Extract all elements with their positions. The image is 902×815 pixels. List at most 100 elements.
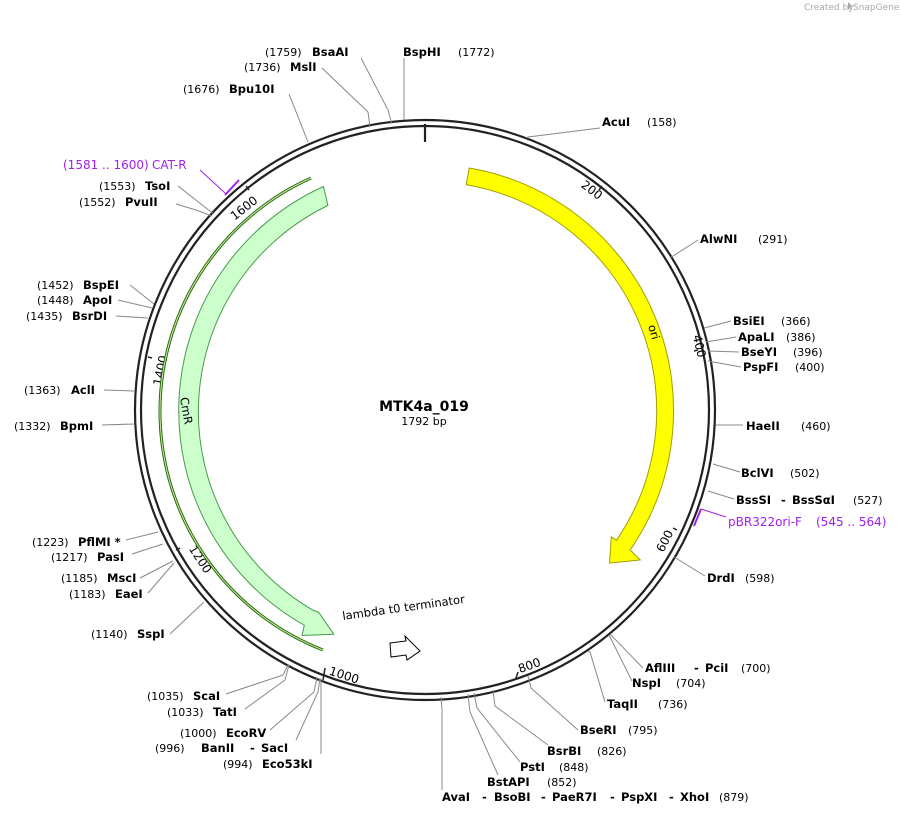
- site-enzyme-name: TaqII: [607, 697, 638, 711]
- primer-cat-r-leader: [199, 169, 226, 194]
- site-nspi[interactable]: NspI(704): [632, 676, 706, 690]
- plasmid-name: MTK4a_019: [379, 399, 469, 415]
- site-position: (396): [793, 346, 823, 359]
- leader-acui: [525, 127, 601, 139]
- tick-label-200: 200: [578, 178, 605, 203]
- site-enzyme-name: MscI: [107, 571, 136, 585]
- site-sspi[interactable]: (1140)SspI: [91, 627, 165, 641]
- cmr-highlight-inner: [159, 177, 324, 651]
- site-position: (1183): [69, 588, 106, 601]
- site-pasi[interactable]: (1217)PasI: [51, 550, 124, 564]
- site-enzyme-name: EaeI: [115, 587, 143, 601]
- leader-alwni: [669, 239, 699, 259]
- leader-bsrdi: [115, 315, 149, 319]
- site-tati[interactable]: (1033) TatI: [167, 705, 237, 719]
- site-banii[interactable]: (996)BanII-SacI: [155, 741, 288, 755]
- terminator-feature[interactable]: [389, 634, 421, 661]
- site-pvuii[interactable]: (1552)PvuII: [79, 195, 158, 209]
- site-acui[interactable]: AcuI(158): [602, 115, 677, 129]
- site-drdi[interactable]: DrdI(598): [707, 571, 775, 585]
- site-bseyi[interactable]: BseYI(396): [741, 345, 823, 359]
- site-bsssi[interactable]: BssSI-BssSαI(527): [736, 493, 883, 507]
- site-bspei[interactable]: (1452)BspEI: [37, 278, 119, 292]
- site-msci[interactable]: (1185)MscI: [61, 571, 136, 585]
- site-ecorv[interactable]: (1000)EcoRV: [180, 726, 266, 740]
- leader-taqii: [587, 650, 606, 703]
- leader-bseri: [527, 675, 579, 731]
- site-bsrdi[interactable]: (1435)BsrDI: [26, 309, 107, 323]
- site-enzyme-name: BstAPI: [487, 775, 530, 789]
- site-bpmi[interactable]: (1332) BpmI: [14, 419, 93, 433]
- site-separator: -: [669, 790, 674, 804]
- site-enzyme-name: BanII: [201, 741, 234, 755]
- site-enzyme-name: PvuII: [125, 195, 158, 209]
- site-separator: -: [482, 790, 487, 804]
- site-enzyme-name: BspHI: [403, 45, 441, 59]
- site-taqii[interactable]: TaqII(736): [607, 697, 688, 711]
- site-enzyme-name: BpmI: [60, 419, 93, 433]
- primer-pbr322-mark[interactable]: [693, 508, 702, 527]
- tick-mark-800: [515, 671, 519, 679]
- site-position: (502): [790, 467, 820, 480]
- site-eaei[interactable]: (1183) EaeI: [69, 587, 143, 601]
- tick-label-1600: 1600: [228, 193, 261, 223]
- site-bsiei[interactable]: BsiEI(366): [733, 314, 811, 328]
- site-enzyme-name: Eco53kI: [262, 757, 313, 771]
- site-enzyme-name: AflIII: [645, 661, 675, 675]
- leader-drdi: [673, 556, 706, 577]
- plasmid-center: MTK4a_019 1792 bp: [379, 399, 469, 428]
- site-bsaai[interactable]: (1759)BsaAI: [265, 45, 349, 59]
- site-tsoi[interactable]: (1553)TsoI: [99, 179, 170, 193]
- site-avai-group[interactable]: AvaI - BsoBI - PaeR7I - PspXI - XhoI (87…: [442, 790, 749, 804]
- site-enzyme-name: SacI: [261, 741, 288, 755]
- site-enzyme-name: ScaI: [193, 689, 220, 703]
- site-enzyme-name: HaeII: [746, 419, 780, 433]
- site-eco53ki[interactable]: (994)Eco53kI: [223, 757, 313, 771]
- site-bpu10i[interactable]: (1676)Bpu10I: [183, 82, 274, 96]
- leader-bpu10i: [288, 93, 309, 143]
- primer-cat-r-name: CAT-R: [152, 158, 187, 172]
- cmr-feature[interactable]: [178, 185, 335, 637]
- ori-feature[interactable]: [465, 167, 674, 564]
- site-position: (1435): [26, 310, 63, 323]
- site-position: (1452): [37, 279, 74, 292]
- site-alwni[interactable]: AlwNI(291): [700, 232, 788, 246]
- site-pflmi[interactable]: (1223) PflMI *: [32, 535, 121, 549]
- leader-avai: [440, 696, 443, 790]
- restriction-sites: (1759)BsaAI BspHI(1772) (1736)MslI (1676…: [14, 45, 883, 804]
- site-position: (527): [853, 494, 883, 507]
- leader-bclvi: [712, 463, 741, 473]
- features: ori CmR lambda t0 terminator: [158, 167, 674, 661]
- leader-pflmi: [125, 531, 159, 541]
- site-enzyme-name: BclVI: [741, 466, 774, 480]
- tick-mark-600: [672, 527, 678, 531]
- site-enzyme-name: TatI: [213, 705, 237, 719]
- tick-label-800: 800: [516, 655, 542, 676]
- site-position: (1332): [14, 420, 51, 433]
- leader-afliii: [609, 633, 644, 669]
- site-enzyme-name: PflMI *: [78, 535, 121, 549]
- site-haeii[interactable]: HaeII(460): [746, 419, 831, 433]
- site-bclvi[interactable]: BclVI (502): [741, 466, 820, 480]
- site-apoi[interactable]: (1448)ApoI: [37, 293, 112, 307]
- site-pspfi[interactable]: PspFI(400): [743, 360, 825, 374]
- site-enzyme-name: EcoRV: [226, 726, 266, 740]
- site-position: (879): [719, 791, 749, 804]
- site-scai[interactable]: (1035)ScaI: [147, 689, 220, 703]
- site-acli[interactable]: (1363)AclI: [24, 383, 95, 397]
- site-apali[interactable]: ApaLI(386): [738, 330, 816, 344]
- site-msli[interactable]: (1736)MslI: [244, 60, 317, 74]
- site-bsrbi[interactable]: BsrBI(826): [547, 744, 627, 758]
- site-bstapi[interactable]: BstAPI(852): [487, 775, 577, 789]
- site-bsphi[interactable]: BspHI(1772): [403, 45, 495, 59]
- site-psti[interactable]: PstI(848): [520, 760, 589, 774]
- site-afliii[interactable]: AflIII-PciI(700): [645, 661, 771, 675]
- site-position: (1033): [167, 706, 204, 719]
- primer-pbr322-leader: [700, 508, 727, 518]
- primer-pbr322-name: pBR322ori-F: [728, 515, 802, 529]
- leader-psti: [473, 692, 521, 763]
- site-position: (1223): [32, 536, 69, 549]
- site-bseri[interactable]: BseRI(795): [580, 723, 658, 737]
- primer-cat-r-mark[interactable]: [224, 179, 240, 196]
